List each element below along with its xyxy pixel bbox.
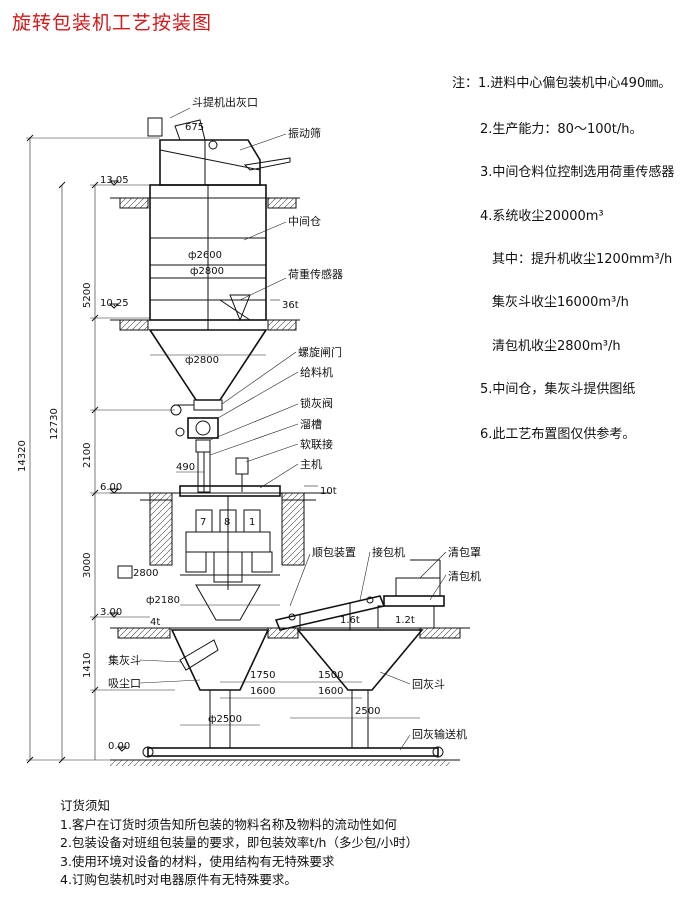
main-packer: 7 8 1 ф2180 2800: [117, 485, 281, 621]
dim-1410: 1410: [82, 653, 93, 678]
dim-1500: 1500: [318, 670, 343, 681]
elevation-marks: 13.05 10.25 6.00 3.00 0.00: [100, 175, 130, 752]
note-3: 3.中间仓料位控制选用荷重传感器: [480, 165, 675, 180]
vertical-dimensions: 14320 12730 5200 2100 3000 1410: [17, 134, 175, 764]
dim-490: 490: [176, 462, 195, 473]
return-conveyor: [142, 746, 444, 758]
load-1-2t: 1.2t: [395, 615, 415, 626]
dim-phi-2500: ф2500: [208, 714, 242, 725]
dim-2800: 2800: [133, 568, 158, 579]
dim-phi-2800-b: ф2800: [185, 355, 219, 366]
order-item: 1.客户在订货时须告知所包装的物料名称及物料的流动性如何: [60, 816, 397, 832]
label-bag-receiver: 接包机: [372, 545, 405, 559]
spout-8: 8: [224, 517, 230, 528]
label-main-machine: 主机: [300, 457, 322, 471]
dim-2500: 2500: [355, 706, 380, 717]
floor-slab-13: [110, 197, 300, 209]
load-4t: 4t: [150, 617, 160, 628]
load-10t: 10t: [320, 486, 337, 497]
return-hopper: [296, 629, 424, 749]
label-vibrating-screen: 振动筛: [288, 126, 321, 140]
note-6: 6.此工艺布置图仅供参考。: [480, 427, 636, 442]
load-36t: 36t: [282, 300, 299, 311]
elevation-6-00: 6.00: [100, 482, 122, 493]
order-item: 2.包装设备对班组包装量的要求，即包装效率t/h（多少包/小时）: [60, 835, 419, 851]
dim-5200: 5200: [82, 283, 93, 308]
note-4-b: 集灰斗收尘16000m³/h: [492, 295, 629, 310]
feeder-assembly: 490: [170, 399, 249, 493]
dim-1600-a: 1600: [250, 686, 275, 697]
dim-14320: 14320: [17, 440, 28, 472]
note-5: 5.中间仓，集灰斗提供图纸: [480, 382, 636, 397]
dim-12730: 12730: [49, 408, 60, 440]
middle-bin: ф2600 ф2800: [149, 184, 267, 330]
order-heading: 订货须知: [60, 798, 111, 813]
label-screw-gate: 螺旋闸门: [298, 345, 342, 359]
label-return-conveyor: 回灰输送机: [412, 727, 467, 741]
spout-7: 7: [200, 517, 206, 528]
label-dust-port: 吸尘口: [108, 677, 141, 690]
label-chute: 溜槽: [300, 417, 322, 431]
dim-1750: 1750: [250, 670, 275, 681]
label-bag-cleaner: 清包机: [448, 569, 481, 583]
label-elevator-outlet: 斗提机出灰口: [192, 95, 258, 109]
label-bag-guide: 顺包装置: [312, 546, 356, 559]
dim-3000: 3000: [82, 553, 93, 578]
order-notes: 订货须知 1.客户在订货时须告知所包装的物料名称及物料的流动性如何 2.包装设备…: [60, 797, 418, 890]
spout-1: 1: [249, 517, 255, 528]
label-ash-lock-valve: 锁灰阀: [300, 396, 333, 410]
floor-slab-6: [110, 492, 330, 566]
note-1: 注：1.进料中心偏包装机中心490㎜。: [452, 76, 672, 91]
label-load-sensor: 荷重传感器: [288, 267, 343, 281]
dim-2100: 2100: [82, 443, 93, 468]
label-feeder: 给料机: [300, 365, 333, 379]
note-4-c: 清包机收尘2800m³/h: [492, 339, 621, 354]
dim-phi-2800-a: ф2800: [190, 266, 224, 277]
dim-675: 675: [185, 122, 204, 133]
dim-phi-2600: ф2600: [188, 250, 222, 261]
callouts: 斗提机出灰口 振动筛 中间仓 荷重传感器 螺旋闸门 给料机 锁灰阀 溜槽 软联接…: [108, 95, 481, 751]
label-return-hopper: 回灰斗: [412, 677, 445, 691]
note-4: 4.系统收尘20000m³: [480, 209, 604, 224]
label-soft-joint: 软联接: [300, 437, 333, 451]
note-4-a: 其中：提升机收尘1200mm³/h: [492, 252, 673, 267]
label-ash-hopper: 集灰斗: [108, 653, 141, 667]
label-cleaning-hood: 清包罩: [448, 546, 481, 559]
page-title: 旋转包装机工艺按装图: [12, 12, 213, 34]
load-1-6t: 1.6t: [340, 615, 360, 626]
bag-conveyor: 1.6t 1.2t: [274, 559, 445, 631]
order-item: 4.订购包装机时对电器原件有无特殊要求。: [60, 872, 297, 888]
dim-1600-b: 1600: [318, 686, 343, 697]
floor-slab-10: [110, 319, 300, 331]
dim-phi-2180: ф2180: [146, 595, 180, 606]
label-middle-bin: 中间仓: [288, 214, 321, 228]
horizontal-dimensions: 1750 1500 1600 1600 2500 ф2500: [180, 670, 420, 726]
bin-cone: ф2800: [148, 329, 268, 401]
note-2: 2.生产能力：80～100t/h。: [480, 122, 643, 137]
order-item: 3.使用环境对设备的材料，使用结构有无特殊要求: [60, 853, 335, 869]
vibrating-screen: 675: [147, 117, 291, 186]
ground-level: [110, 759, 460, 766]
